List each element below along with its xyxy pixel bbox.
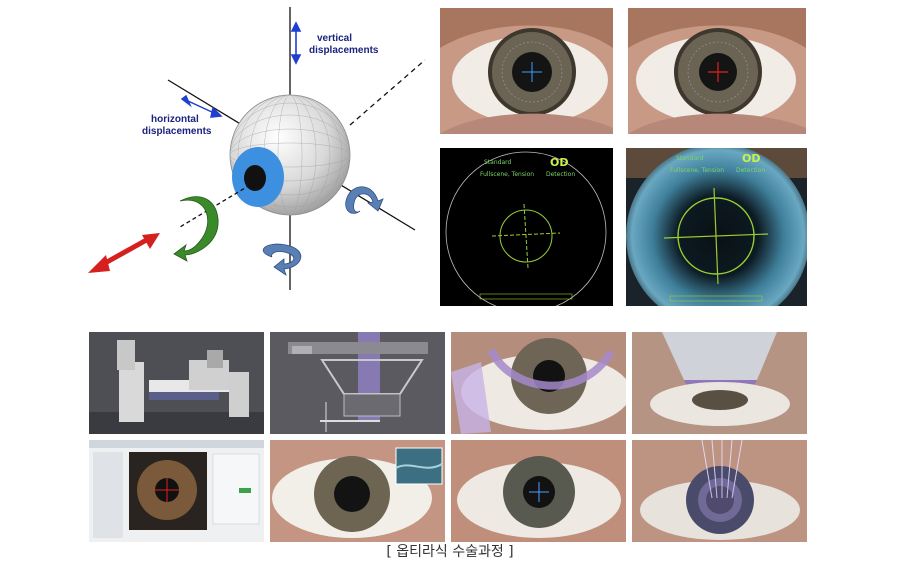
laser-cone-diagram: [270, 332, 445, 434]
screen-right-eye: OD: [742, 152, 760, 165]
vertical-label-line1: vertical: [317, 33, 352, 44]
screen-right-note: Detection: [736, 167, 765, 174]
docking-cone-eye-photo: [632, 332, 807, 434]
tracking-screen-iris: Standard Fullscene, Tension OD Detection: [626, 148, 807, 306]
laser-machine-photo: [89, 332, 264, 434]
laser-beams-eye-photo: [632, 440, 807, 542]
red-depth-arrow: [88, 233, 160, 273]
screen-right-sub: Fullscene, Tension: [670, 167, 724, 174]
eye-with-inset-photo: [270, 440, 445, 542]
green-rotation-arrow: [173, 196, 219, 262]
eye-movement-diagram: vertical displacements horizontal displa…: [88, 7, 426, 290]
blue-rotation-arrow-bottom: [262, 243, 302, 276]
horizontal-displacement-arrow: [180, 94, 223, 118]
screen-left-mode: Standard: [484, 159, 511, 166]
screen-left-eye: OD: [550, 156, 568, 169]
suction-ring-eye-photo: [451, 332, 626, 434]
depth-axis-dashed: [349, 59, 426, 126]
screen-left-note: Detection: [546, 171, 575, 178]
figure-caption: [ 옵티라식 수술과정 ]: [386, 544, 514, 560]
horizontal-label-line2: displacements: [142, 126, 212, 137]
software-screen-photo: [89, 440, 264, 542]
vertical-displacement-arrow: [290, 21, 302, 65]
eye-photo-blue-crosshair: [440, 8, 613, 134]
blue-rotation-arrow-right: [345, 186, 384, 214]
screen-left-sub: Fullscene, Tension: [480, 171, 534, 178]
eye-crosshair-closeup-photo: [451, 440, 626, 542]
horizontal-label-line1: horizontal: [151, 114, 199, 125]
vertical-label-line2: displacements: [309, 45, 379, 56]
tracking-screen-black: Standard Fullscene, Tension OD Detection: [440, 148, 613, 306]
eye-photo-red-crosshair: [628, 8, 806, 134]
screen-right-mode: Standard: [676, 155, 703, 162]
pupil-black: [244, 165, 266, 191]
